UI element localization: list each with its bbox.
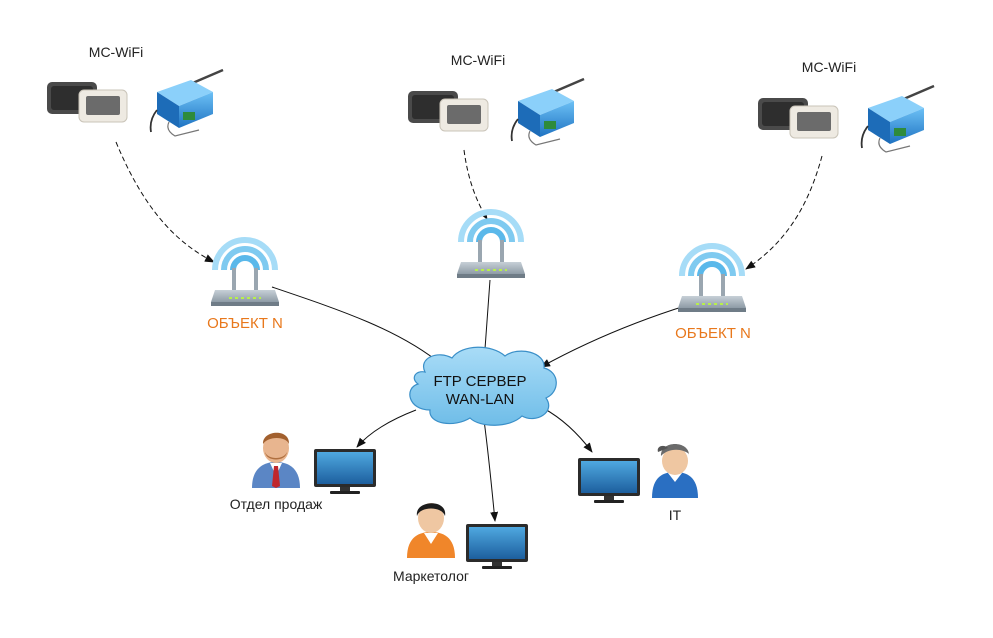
server-title: FTP СЕРВЕР xyxy=(433,373,526,390)
it-avatar-icon xyxy=(652,444,698,498)
device-node-2: MC-WiFi xyxy=(406,52,586,147)
object-label: ОБЪЕКТ N xyxy=(675,325,751,342)
connections xyxy=(115,141,823,522)
link-device1-router1 xyxy=(115,141,215,263)
device-label: MC-WiFi xyxy=(802,59,856,75)
sensor-device-icon xyxy=(406,77,586,147)
user-node-it: IT xyxy=(578,444,698,523)
cloud-shape xyxy=(409,346,557,426)
server-cloud: FTP СЕРВЕР WAN-LAN xyxy=(409,346,557,426)
sensor-device-icon xyxy=(45,68,225,138)
user-label: Отдел продаж xyxy=(230,496,323,512)
server-subtitle: WAN-LAN xyxy=(446,391,515,408)
user-label: IT xyxy=(669,507,682,523)
user-node-marketing: Маркетолог xyxy=(393,503,528,584)
router-node-2 xyxy=(457,212,525,278)
link-device3-router3 xyxy=(745,155,823,270)
sensor-device-icon xyxy=(756,84,936,154)
device-node-1: MC-WiFi xyxy=(45,44,225,138)
monitor-icon xyxy=(466,524,528,569)
monitor-icon xyxy=(578,458,640,503)
device-node-3: MC-WiFi xyxy=(756,59,936,154)
monitor-icon xyxy=(314,449,376,494)
link-router1-server xyxy=(271,286,443,366)
marketer-avatar-icon xyxy=(407,503,455,558)
router-node-1: ОБЪЕКТ N xyxy=(207,240,283,332)
user-label: Маркетолог xyxy=(393,568,469,584)
user-node-sales: Отдел продаж xyxy=(230,432,376,512)
wifi-router-icon xyxy=(211,240,279,306)
device-label: MC-WiFi xyxy=(451,52,505,68)
link-router3-server xyxy=(540,304,689,368)
router-node-3: ОБЪЕКТ N xyxy=(675,246,751,342)
wifi-router-icon xyxy=(457,212,525,278)
wifi-router-icon xyxy=(678,246,746,312)
link-device2-router2 xyxy=(463,149,488,220)
link-server-sales xyxy=(356,409,417,448)
link-server-it xyxy=(542,407,593,453)
link-server-marketing xyxy=(483,419,499,522)
salesman-avatar-icon xyxy=(252,432,300,488)
device-label: MC-WiFi xyxy=(89,44,143,60)
object-label: ОБЪЕКТ N xyxy=(207,315,283,332)
